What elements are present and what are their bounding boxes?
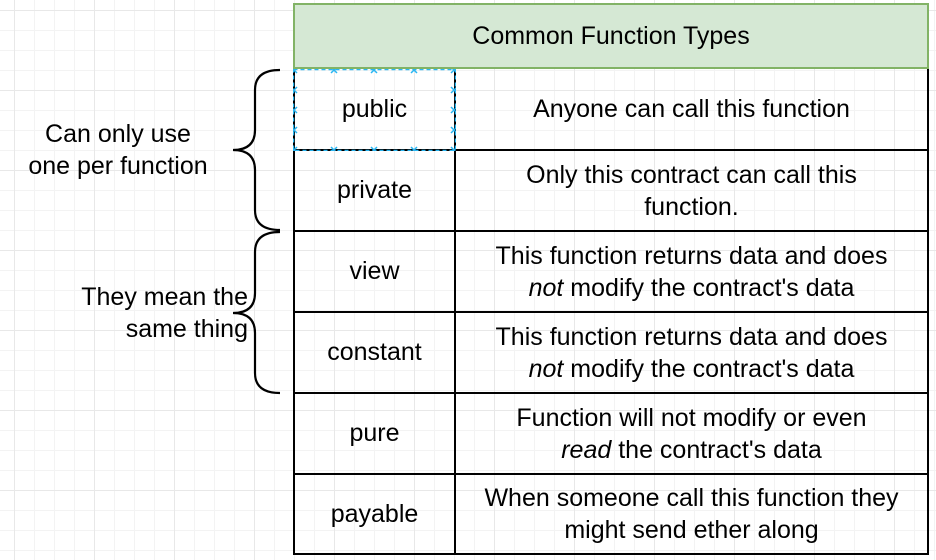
table-title: Common Function Types [472, 21, 750, 50]
description-text: When someone call this function they mig… [484, 484, 899, 544]
description-text: modify the contract's data [563, 354, 855, 383]
function-description: Function will not modify or even read th… [516, 402, 866, 466]
description-text: Only this contract can call this functio… [526, 160, 857, 221]
function-type-cell[interactable]: public [295, 69, 456, 149]
annotation-line: They mean the [81, 283, 248, 311]
annotation-line: same thing [125, 315, 248, 343]
function-description: This function returns data and does not … [496, 240, 888, 304]
description-text: modify the contract's data [563, 273, 855, 302]
top-curly-brace [232, 68, 281, 232]
function-description-cell[interactable]: Anyone can call this function [456, 69, 927, 149]
description-emphasis: read [561, 435, 612, 464]
function-type-label: private [336, 176, 413, 204]
function-type-label: pure [349, 419, 400, 447]
function-description-cell[interactable]: This function returns data and does not … [456, 232, 927, 311]
function-type-label: constant [327, 338, 422, 366]
function-type-cell[interactable]: constant [295, 313, 456, 392]
table-header[interactable]: Common Function Types [293, 3, 929, 69]
table-row-public[interactable]: public Anyone can call this function [295, 69, 927, 149]
description-emphasis: not [528, 273, 564, 302]
table-row-constant[interactable]: constant This function returns data and … [295, 311, 927, 392]
annotation-braces [232, 68, 281, 395]
function-type-cell[interactable]: pure [295, 394, 456, 473]
description-text: Anyone can call this function [533, 95, 850, 123]
function-description: This function returns data and does not … [496, 321, 888, 385]
function-type-cell[interactable]: payable [295, 475, 456, 553]
table-row-view[interactable]: view This function returns data and does… [295, 230, 927, 311]
annotation-line: Can only use [45, 120, 191, 148]
function-description-cell[interactable]: When someone call this function they mig… [456, 475, 927, 553]
function-type-label: view [349, 257, 400, 285]
description-text: This function returns data and does [495, 322, 888, 351]
function-description: Anyone can call this function [533, 93, 850, 125]
bottom-annotation-label[interactable]: They mean the same thing [18, 281, 248, 345]
table-row-private[interactable]: private Only this contract can call this… [295, 149, 927, 230]
function-type-cell[interactable]: private [295, 151, 456, 230]
function-description-cell[interactable]: Function will not modify or even read th… [456, 394, 927, 473]
description-text: Function will not modify or even [516, 403, 867, 432]
function-description-cell[interactable]: Only this contract can call this functio… [456, 151, 927, 230]
function-description: Only this contract can call this functio… [482, 159, 902, 223]
description-text: This function returns data and does [495, 241, 888, 270]
table-row-pure[interactable]: pure Function will not modify or even re… [295, 392, 927, 473]
function-description-cell[interactable]: This function returns data and does not … [456, 313, 927, 392]
function-type-label: public [341, 94, 408, 123]
table-row-payable[interactable]: payable When someone call this function … [295, 473, 927, 553]
function-types-table[interactable]: Common Function Types public Anyone can … [293, 3, 929, 555]
description-text: the contract's data [611, 435, 822, 464]
function-description: When someone call this function they mig… [462, 482, 921, 546]
function-type-label: payable [330, 499, 419, 528]
function-type-cell[interactable]: view [295, 232, 456, 311]
top-annotation-label[interactable]: Can only use one per function [8, 118, 228, 182]
description-emphasis: not [528, 354, 564, 383]
annotation-line: one per function [28, 152, 208, 180]
